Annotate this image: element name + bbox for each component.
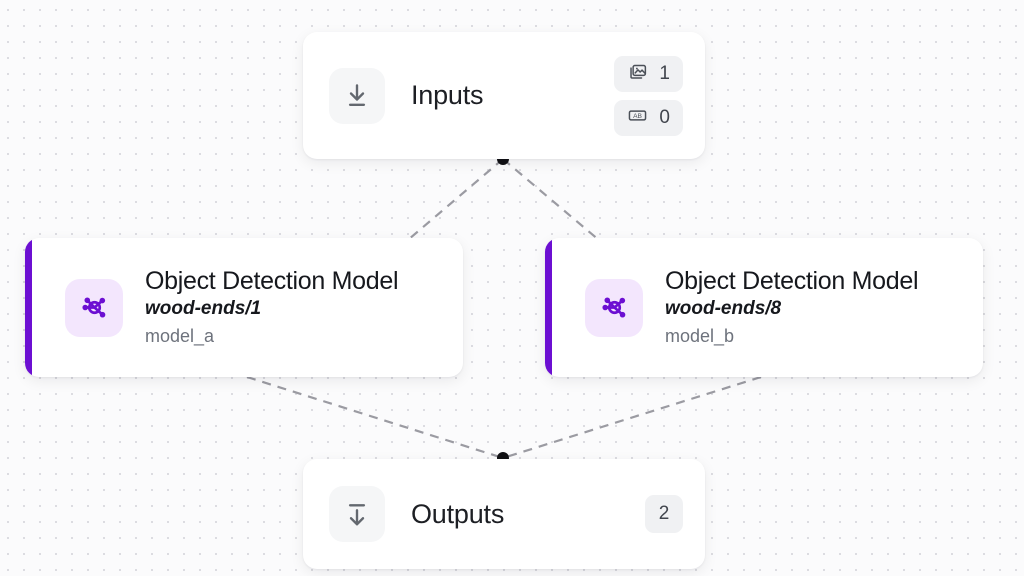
images-icon: [627, 61, 648, 87]
node-inputs-title: Inputs: [411, 80, 484, 110]
badge-image-count[interactable]: 1: [614, 55, 683, 92]
model-hub-icon: [585, 278, 643, 337]
node-outputs-badges: 2: [645, 495, 683, 533]
node-model-b-accent: [545, 238, 552, 377]
node-model-a-alias: model_a: [145, 325, 215, 346]
node-model-b-alias: model_b: [665, 325, 735, 346]
node-model-a-title: Object Detection Model: [145, 267, 399, 296]
node-inputs-badges: 1 AB 0: [614, 55, 683, 136]
svg-text:AB: AB: [633, 112, 642, 119]
badge-text-count-value: 0: [659, 106, 670, 128]
badge-output-count-value: 2: [658, 503, 670, 524]
node-model-b-text: Object Detection Model wood-ends/8 model…: [665, 267, 919, 348]
node-outputs-title: Outputs: [411, 498, 505, 529]
node-model-a[interactable]: Object Detection Model wood-ends/1 model…: [25, 238, 463, 377]
node-model-b[interactable]: Object Detection Model wood-ends/8 model…: [545, 238, 983, 377]
node-model-a-version: wood-ends/1: [145, 298, 262, 320]
model-hub-icon: [65, 278, 123, 337]
upload-down-icon: [329, 486, 385, 542]
node-model-b-version: wood-ends/8: [665, 298, 782, 320]
badge-output-count[interactable]: 2: [645, 495, 683, 533]
node-model-b-title: Object Detection Model: [665, 267, 919, 296]
node-outputs[interactable]: Outputs 2: [303, 459, 705, 569]
edge-model-b-to-outputs: [502, 375, 762, 460]
edge-model-a-to-outputs: [246, 375, 504, 460]
text-ab-icon: AB: [627, 105, 648, 131]
badge-image-count-value: 1: [659, 62, 670, 84]
node-inputs[interactable]: Inputs 1 AB: [303, 32, 705, 159]
badge-text-count[interactable]: AB 0: [614, 99, 683, 136]
node-model-a-accent: [25, 238, 32, 377]
node-model-a-text: Object Detection Model wood-ends/1 model…: [145, 267, 399, 348]
download-icon: [329, 67, 385, 124]
